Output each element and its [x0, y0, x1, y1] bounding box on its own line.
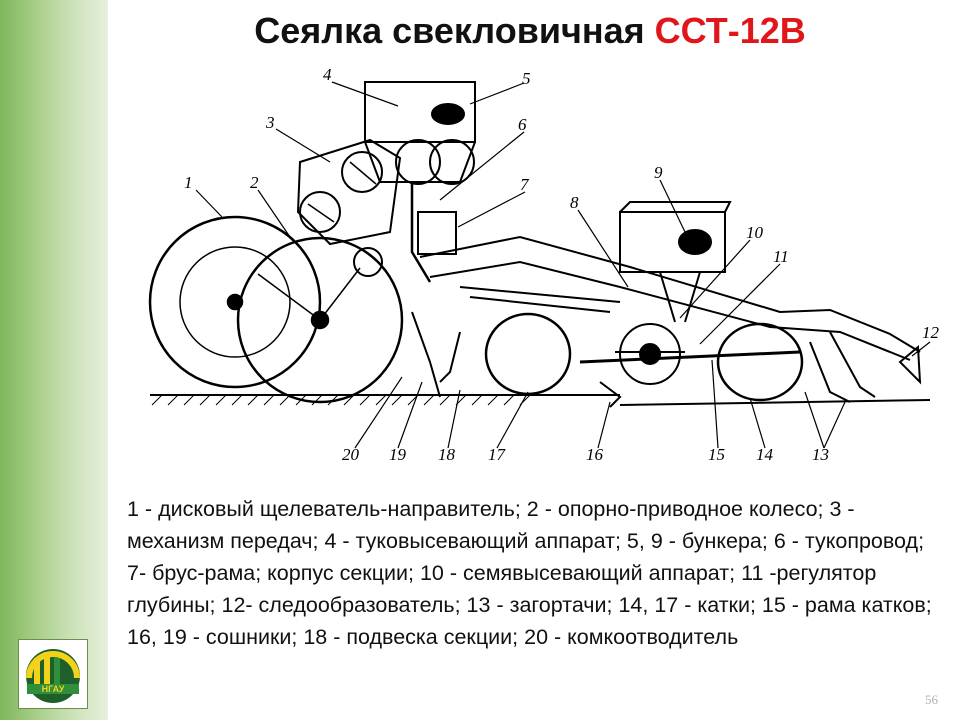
callout-10: 10 [746, 223, 764, 242]
fertilizer-unit [364, 81, 476, 283]
callout-2: 2 [250, 173, 259, 192]
callout-3: 3 [265, 113, 275, 132]
sidebar-decoration [0, 0, 108, 720]
frame-beam [419, 235, 921, 361]
callout-9: 9 [654, 163, 663, 182]
callout-7: 7 [520, 175, 530, 194]
callout-18: 18 [438, 445, 456, 464]
callout-8: 8 [570, 193, 579, 212]
title-model: ССТ-12В [654, 10, 806, 51]
support-wheel [236, 236, 404, 404]
slide-title: Сеялка свекловичная ССТ-12В [140, 10, 920, 52]
callout-15: 15 [708, 445, 725, 464]
university-logo: НГАУ [18, 639, 88, 709]
ground-line [150, 394, 931, 406]
callout-13: 13 [812, 445, 829, 464]
callout-17: 17 [488, 445, 507, 464]
transmission [296, 138, 402, 277]
callout-6: 6 [518, 115, 527, 134]
callout-19: 19 [389, 445, 407, 464]
callout-1: 1 [184, 173, 193, 192]
page-number: 56 [925, 692, 938, 707]
coverers [809, 331, 922, 403]
packer-rollers [484, 312, 804, 402]
title-text: Сеялка свекловичная [254, 10, 655, 51]
svg-text:НГАУ: НГАУ [42, 684, 65, 694]
seed-hopper [619, 201, 732, 323]
callout-12: 12 [922, 323, 940, 342]
seed-metering-unit [615, 323, 685, 385]
callout-5: 5 [522, 69, 531, 88]
callout-16: 16 [586, 445, 604, 464]
seeder-diagram: 1 2 3 4 5 6 7 8 9 10 11 12 13 14 15 16 1… [148, 65, 940, 464]
callout-4: 4 [323, 65, 332, 84]
callout-20: 20 [342, 445, 360, 464]
callout-11: 11 [773, 247, 789, 266]
callout-14: 14 [756, 445, 774, 464]
diagram-legend: 1 - дисковый щелеватель-направитель; 2 -… [127, 497, 932, 649]
shoe-openers [411, 311, 622, 408]
leader-lines [195, 81, 931, 449]
